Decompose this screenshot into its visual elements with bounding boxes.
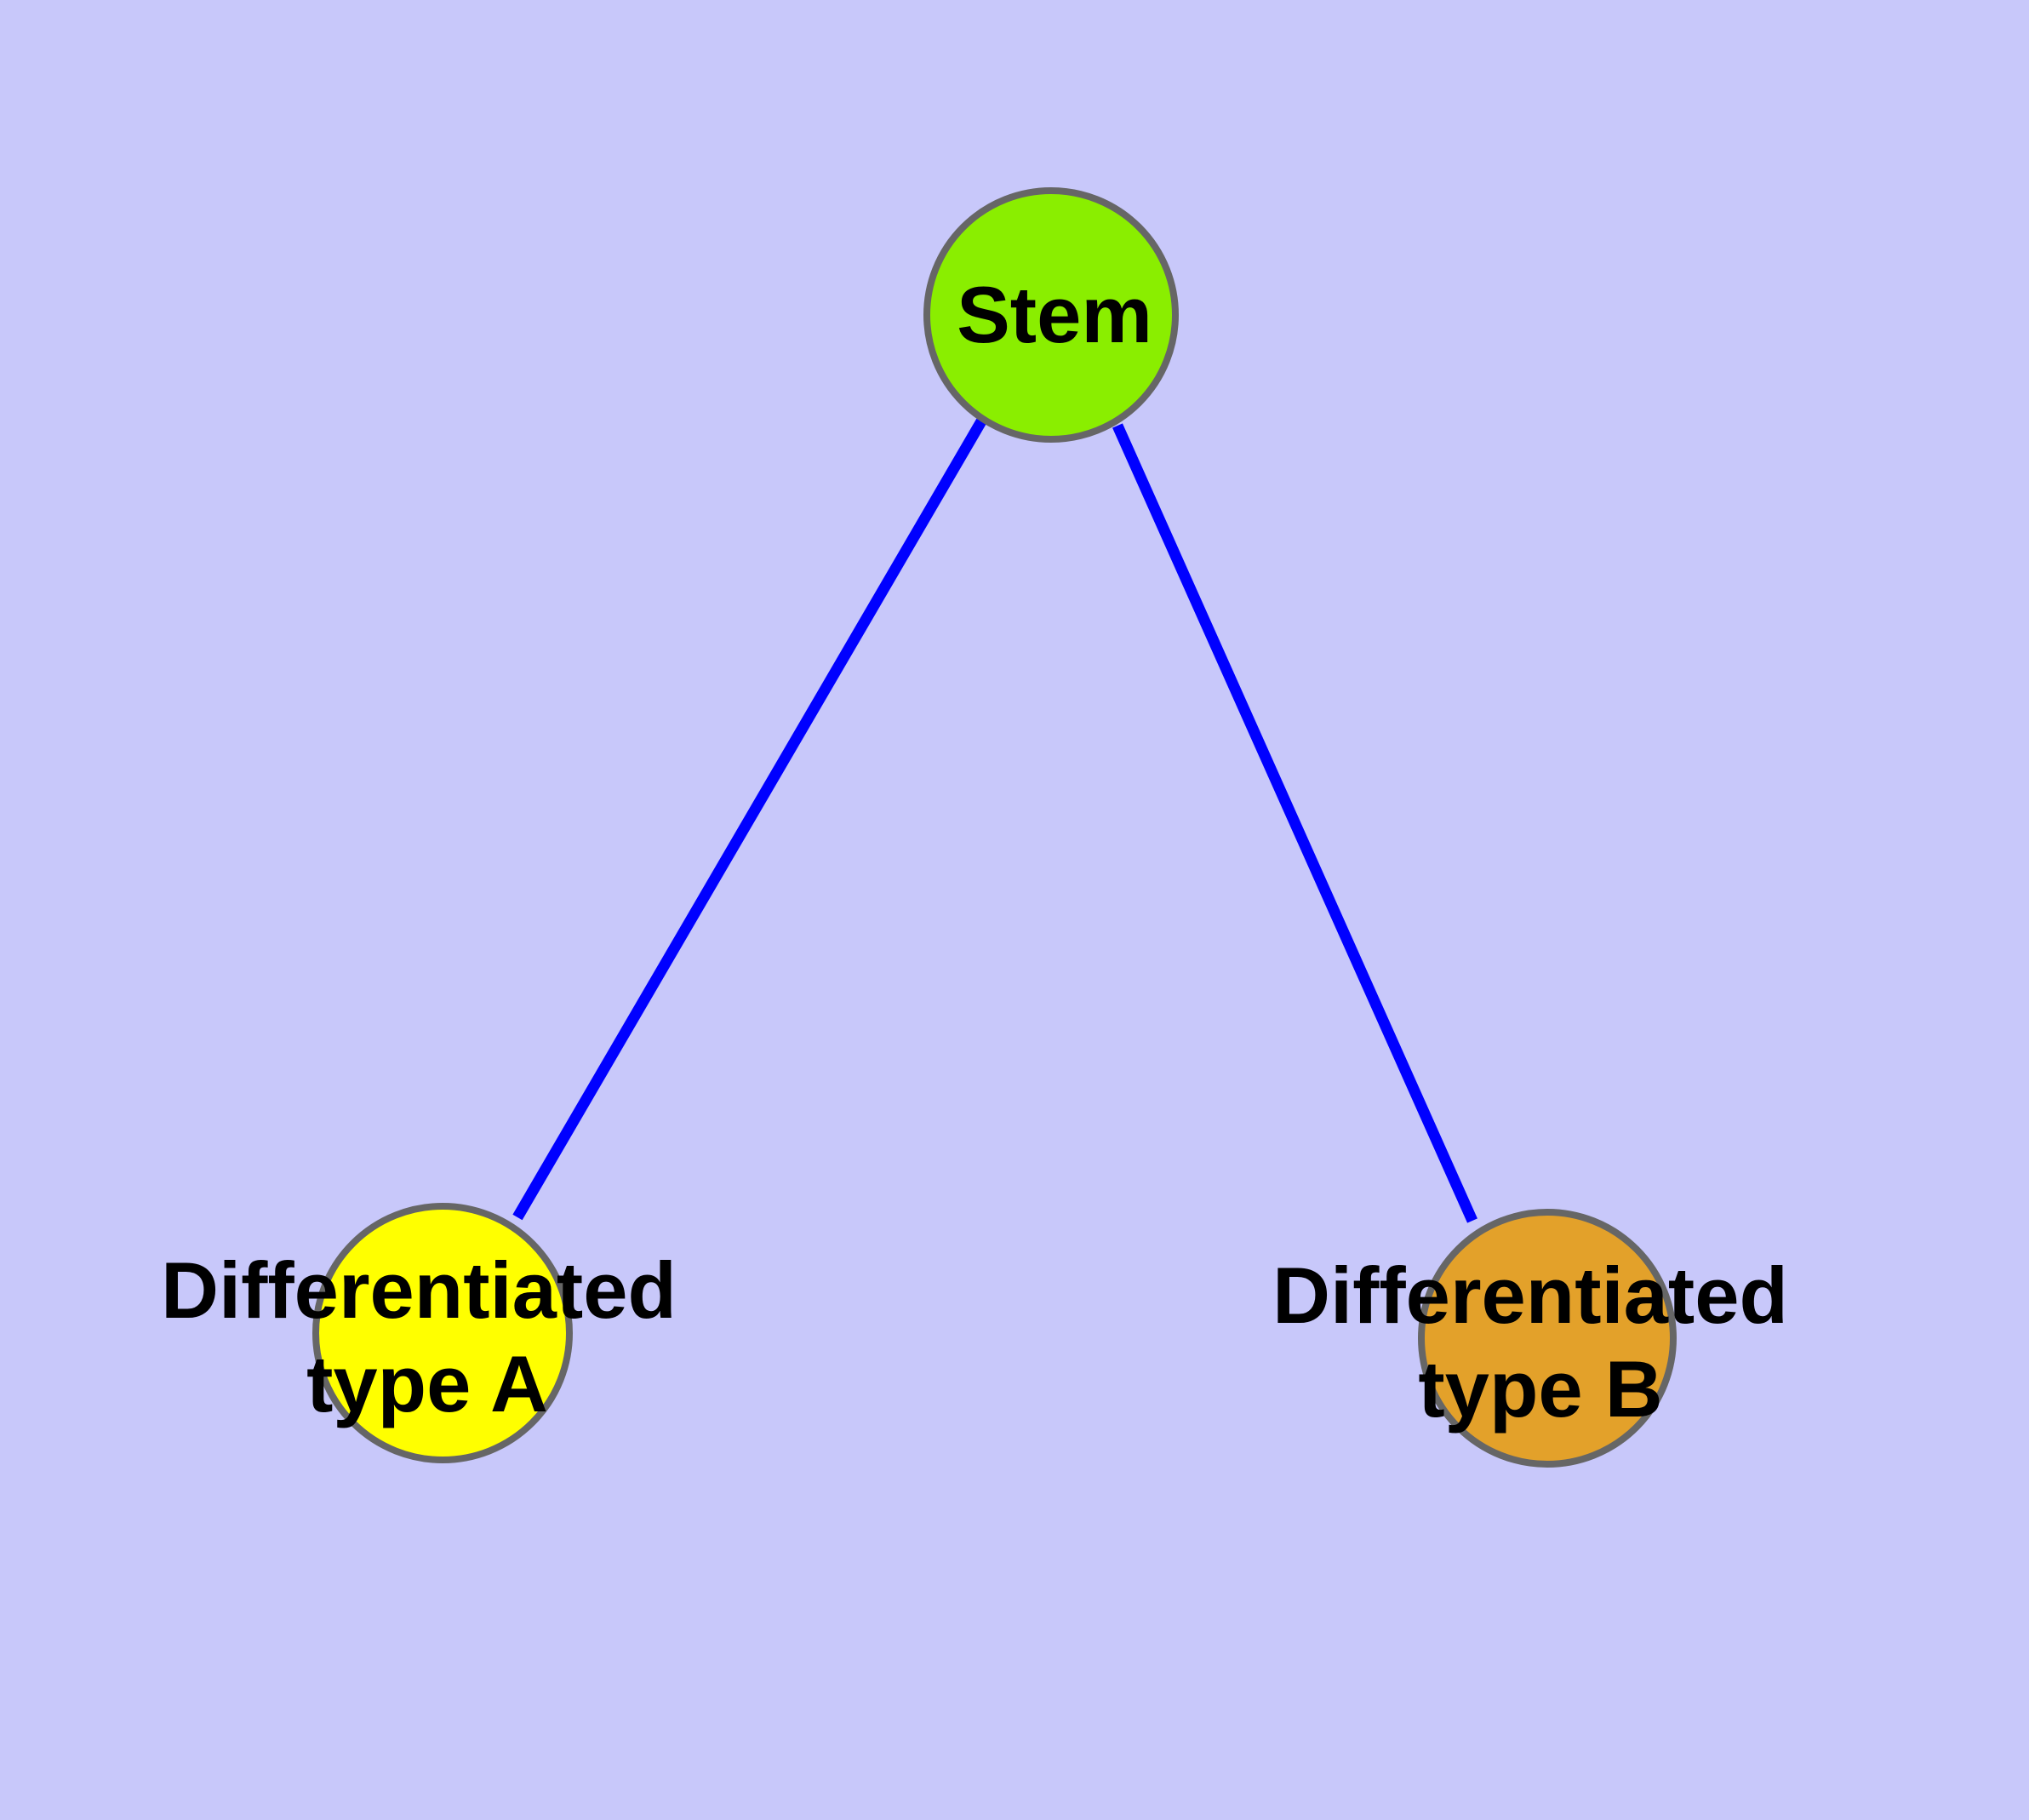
edge-layer [512,418,1477,1223]
edge-stem-to-differentiated-type-a[interactable] [512,418,986,1221]
node-differentiated-type-b-label-line1: Differentiated [1272,1251,1788,1340]
node-differentiated-type-b-label-line2: type B [1418,1344,1662,1434]
node-differentiated-type-a[interactable] [312,1203,573,1463]
node-stem[interactable] [923,187,1179,443]
node-layer [312,187,1677,1468]
node-stem-label: Stem [957,270,1152,359]
node-differentiated-type-a-circle[interactable] [312,1203,573,1463]
label-layer: Stem Differentiated type A Differentiate… [161,270,1788,1434]
node-stem-circle[interactable] [923,187,1179,443]
node-differentiated-type-a-label-line2: type A [306,1339,548,1428]
node-differentiated-type-b[interactable] [1418,1209,1677,1468]
node-differentiated-type-b-circle[interactable] [1418,1209,1677,1468]
node-differentiated-type-a-label-line1: Differentiated [161,1245,677,1335]
edge-stem-to-differentiated-type-b[interactable] [1112,423,1477,1223]
